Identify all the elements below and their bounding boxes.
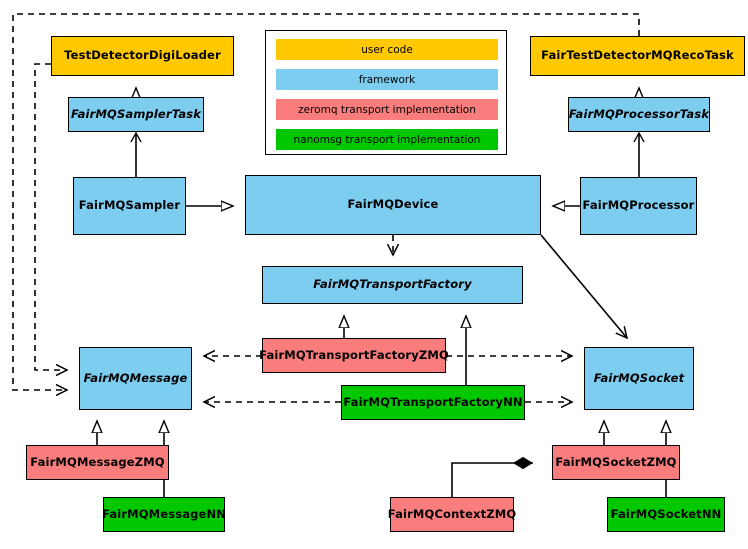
class-label: FairMQProcessorTask	[568, 106, 710, 121]
legend-item-nanomsg: nanomsg transport implementation	[276, 129, 498, 150]
class-node-fairmqtransportfactory[interactable]: FairMQTransportFactory	[262, 266, 523, 304]
class-label: FairMQTransportFactory	[313, 277, 472, 292]
edge-digiloader-to-message	[34, 63, 67, 370]
class-node-fairtestdetectormqrecotask[interactable]: FairTestDetectorMQRecoTask	[530, 36, 745, 76]
class-node-fairmqsocket[interactable]: FairMQSocket	[584, 347, 694, 410]
class-label: FairMQTransportFactoryZMQ	[259, 347, 449, 362]
legend-item-framework: framework	[276, 69, 498, 90]
class-node-fairmqsampler[interactable]: FairMQSampler	[73, 177, 186, 235]
class-label: FairMQContextZMQ	[387, 506, 517, 521]
class-node-fairmqtransportfactorynn[interactable]: FairMQTransportFactoryNN	[341, 385, 525, 420]
class-node-fairmqsamplertask[interactable]: FairMQSamplerTask	[68, 97, 204, 132]
legend: user code framework zeromq transport imp…	[265, 30, 507, 155]
class-node-fairmqmessagenn[interactable]: FairMQMessageNN	[102, 497, 226, 532]
class-label: TestDetectorDigiLoader	[64, 48, 221, 63]
class-node-fairmqdevice[interactable]: FairMQDevice	[245, 175, 541, 235]
class-node-fairmqprocessor[interactable]: FairMQProcessor	[580, 177, 697, 235]
class-label: FairMQSocketNN	[610, 506, 722, 521]
class-label: FairMQMessage	[83, 370, 188, 385]
class-label: FairMQMessageNN	[102, 506, 226, 521]
edge-recotask-to-message	[12, 13, 640, 390]
legend-label-nanomsg: nanomsg transport implementation	[293, 133, 481, 146]
class-node-fairmqsocketzmq[interactable]: FairMQSocketZMQ	[552, 445, 680, 480]
legend-item-zeromq: zeromq transport implementation	[276, 99, 498, 120]
class-label: FairMQSampler	[78, 198, 181, 213]
legend-label-framework: framework	[358, 73, 416, 86]
class-label: FairMQProcessor	[582, 198, 695, 213]
class-label: FairMQSocketZMQ	[555, 454, 677, 469]
class-node-fairmqprocessortask[interactable]: FairMQProcessorTask	[568, 97, 710, 132]
edge-contextzmq-to-socketzmq	[451, 463, 533, 497]
class-node-fairmqmessagezmq[interactable]: FairMQMessageZMQ	[26, 445, 169, 480]
class-label: FairTestDetectorMQRecoTask	[541, 48, 734, 63]
class-node-fairmqmessage[interactable]: FairMQMessage	[79, 347, 192, 410]
class-node-fairmqtransportfactoryzmq[interactable]: FairMQTransportFactoryZMQ	[259, 338, 449, 373]
class-node-fairmqcontextzmq[interactable]: FairMQContextZMQ	[387, 497, 517, 532]
class-label: FairMQTransportFactoryNN	[343, 394, 523, 409]
class-label: FairMQSocket	[593, 370, 685, 385]
class-label: FairMQMessageZMQ	[30, 454, 165, 469]
edge-device-to-socket	[540, 234, 627, 338]
legend-label-zeromq: zeromq transport implementation	[298, 103, 476, 116]
class-label: FairMQDevice	[347, 197, 439, 212]
class-node-testdetectordigiloader[interactable]: TestDetectorDigiLoader	[51, 36, 234, 76]
legend-label-user-code: user code	[361, 43, 413, 56]
class-label: FairMQSamplerTask	[70, 106, 202, 121]
class-node-fairmqsocketnn[interactable]: FairMQSocketNN	[607, 497, 725, 532]
legend-item-user-code: user code	[276, 39, 498, 60]
